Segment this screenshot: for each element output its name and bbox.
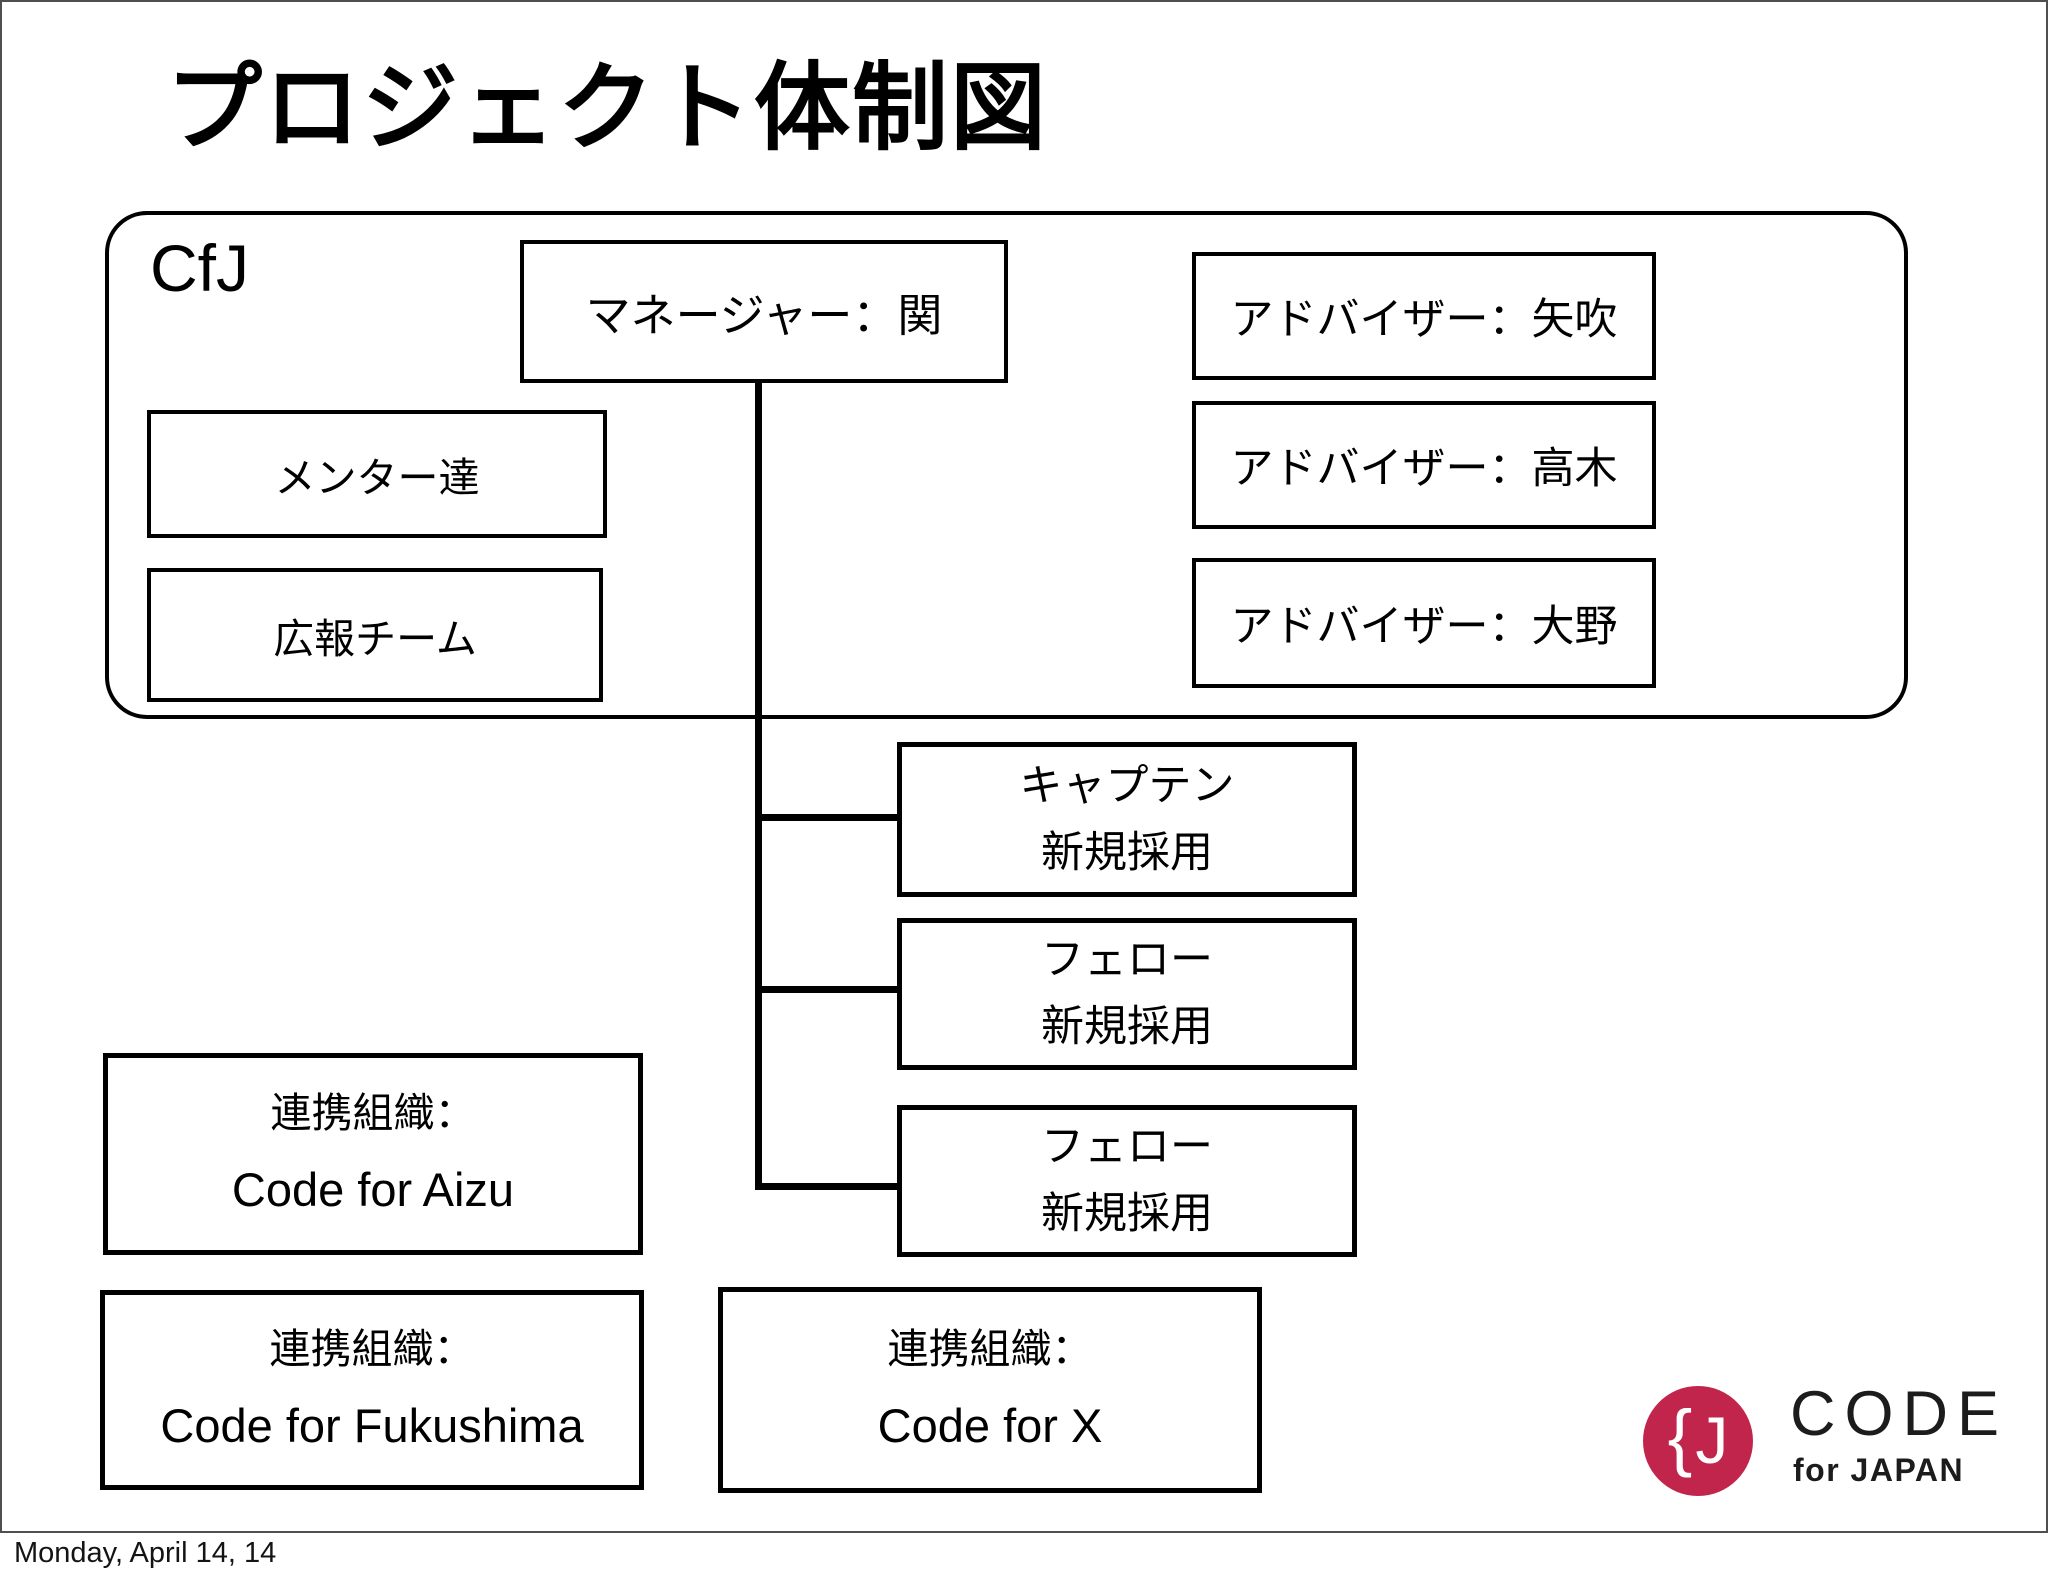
partner-box-code-for-x: 連携組織： Code for X	[718, 1287, 1262, 1493]
captain-role-label: キャプテン	[1019, 761, 1235, 810]
manager-box: マネージャー：関	[520, 240, 1008, 383]
advisor-box-takagi: アドバイザー：高木	[1192, 401, 1656, 529]
pr-team-box: 広報チーム	[147, 568, 603, 702]
captain-hire-label: 新規採用	[1041, 828, 1213, 877]
advisor-box-ohno: アドバイザー：大野	[1192, 558, 1656, 688]
connector-vertical-line	[755, 383, 762, 1190]
fellow-box-1: フェロー 新規採用	[897, 918, 1357, 1070]
mentors-box: メンター達	[147, 410, 607, 538]
partner-code-for-x-type-label: 連携組織：	[887, 1326, 1093, 1372]
partner-code-for-x-name-label: Code for X	[877, 1398, 1103, 1452]
logo-wordmark: CODE	[1790, 1379, 2009, 1449]
page-title: プロジェクト体制図	[166, 55, 1048, 162]
partner-aizu-type-label: 連携組織：	[270, 1090, 476, 1136]
slide-canvas: プロジェクト体制図 CfJ マネージャー：関 メンター達 広報チーム アドバイザ…	[0, 0, 2048, 1533]
cfj-group-label: CfJ	[150, 231, 249, 305]
connector-branch-fellow-2	[758, 1183, 899, 1190]
code-for-japan-logo-mark: { J	[1643, 1386, 1753, 1496]
logo-subtext: for JAPAN	[1793, 1452, 1965, 1488]
partner-box-aizu: 連携組織： Code for Aizu	[103, 1053, 643, 1255]
advisor-box-yabuki: アドバイザー：矢吹	[1192, 252, 1656, 380]
logo-brace-glyph: {	[1667, 1395, 1693, 1478]
fellow-1-role-label: フェロー	[1041, 936, 1213, 985]
logo-j-glyph: J	[1695, 1403, 1729, 1477]
partner-fukushima-name-label: Code for Fukushima	[160, 1398, 584, 1452]
partner-aizu-name-label: Code for Aizu	[231, 1162, 515, 1216]
connector-branch-captain	[758, 814, 899, 821]
partner-fukushima-type-label: 連携組織：	[269, 1326, 475, 1372]
fellow-2-hire-label: 新規採用	[1041, 1190, 1213, 1238]
captain-box: キャプテン 新規採用	[897, 742, 1357, 897]
fellow-1-hire-label: 新規採用	[1041, 1003, 1213, 1051]
date-footer: Monday, April 14, 14	[14, 1537, 277, 1569]
fellow-box-2: フェロー 新規採用	[897, 1105, 1357, 1257]
connector-branch-fellow-1	[758, 986, 899, 993]
fellow-2-role-label: フェロー	[1041, 1123, 1213, 1172]
partner-box-fukushima: 連携組織： Code for Fukushima	[100, 1290, 644, 1490]
